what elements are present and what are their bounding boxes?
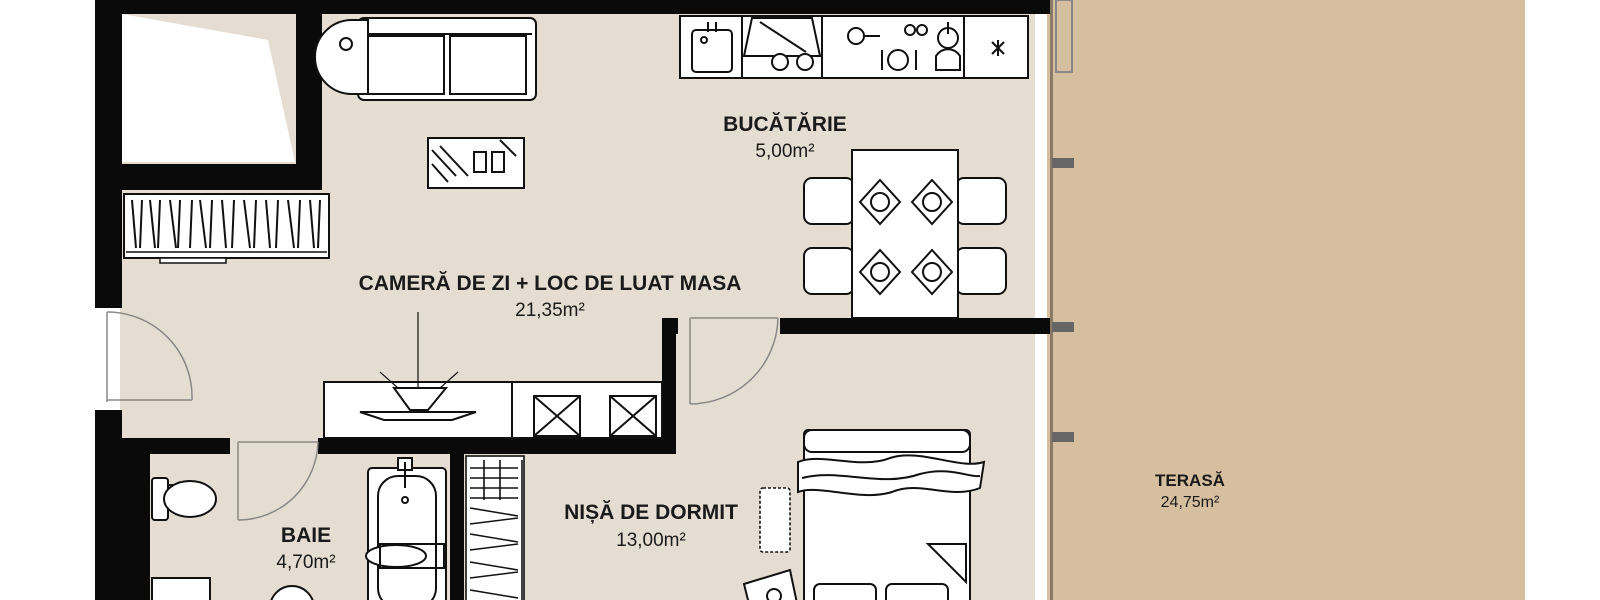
bathroom-door <box>237 441 319 521</box>
label-living: CAMERĂ DE ZI + LOC DE LUAT MASA 21,35m² <box>359 272 742 321</box>
room-name-bath: BAIE <box>281 524 331 547</box>
bookshelf <box>123 193 330 264</box>
room-name-bedroom: NIȘĂ DE DORMIT <box>564 501 738 524</box>
facade-posts <box>1052 158 1074 442</box>
wall-bath-partition <box>450 454 464 600</box>
entrance-door <box>106 311 193 402</box>
wall-bath-top-left <box>122 438 230 454</box>
coffee-table <box>427 137 525 189</box>
room-area-living: 21,35m² <box>515 300 585 321</box>
room-area-bedroom: 13,00m² <box>616 530 686 551</box>
sofa <box>314 17 537 101</box>
wall-shaft-top <box>122 0 322 14</box>
wall-left-lower <box>95 410 122 600</box>
room-area-terrace: 24,75m² <box>1161 494 1220 511</box>
glazing-line <box>1050 0 1053 600</box>
wardrobe-unit <box>323 312 663 439</box>
room-name-living: CAMERĂ DE ZI + LOC DE LUAT MASA <box>359 272 742 295</box>
room-area-kitchen: 5,00m² <box>755 141 814 162</box>
nightstand <box>742 568 798 600</box>
bedroom-door <box>689 317 779 405</box>
walls <box>95 0 1050 600</box>
vanity-partial <box>151 577 314 600</box>
closet-rack <box>465 455 525 600</box>
room-name-terrace: TERASĂ <box>1155 471 1225 490</box>
label-bath: BAIE 4,70m² <box>276 524 335 573</box>
wall-bath-top-right <box>318 438 676 454</box>
label-terrace: TERASĂ 24,75m² <box>1155 471 1225 511</box>
room-area-bath: 4,70m² <box>276 552 335 573</box>
wall-corridor-vertical <box>662 318 676 440</box>
kitchen-counter <box>679 15 1029 79</box>
bed <box>797 429 986 600</box>
terrace-floor <box>1047 0 1525 600</box>
toilet <box>151 477 217 521</box>
label-kitchen: BUCĂTĂRIE 5,00m² <box>723 113 847 162</box>
terrace-door-frame <box>1055 0 1073 73</box>
bathtub <box>365 457 447 600</box>
wall-bath-inner <box>122 454 150 600</box>
bedside-rug <box>759 487 791 553</box>
label-bedroom: NIȘĂ DE DORMIT 13,00m² <box>564 501 738 551</box>
wall-left-upper <box>95 0 122 308</box>
wall-top <box>322 0 1050 14</box>
wall-bed-upper <box>780 318 1050 334</box>
shaft-void <box>122 14 295 162</box>
place-setting <box>858 178 954 296</box>
wall-shaft-right <box>296 0 322 190</box>
dining-set <box>803 149 1007 319</box>
room-name-kitchen: BUCĂTĂRIE <box>723 113 847 136</box>
wall-shaft-bottom <box>122 164 322 190</box>
